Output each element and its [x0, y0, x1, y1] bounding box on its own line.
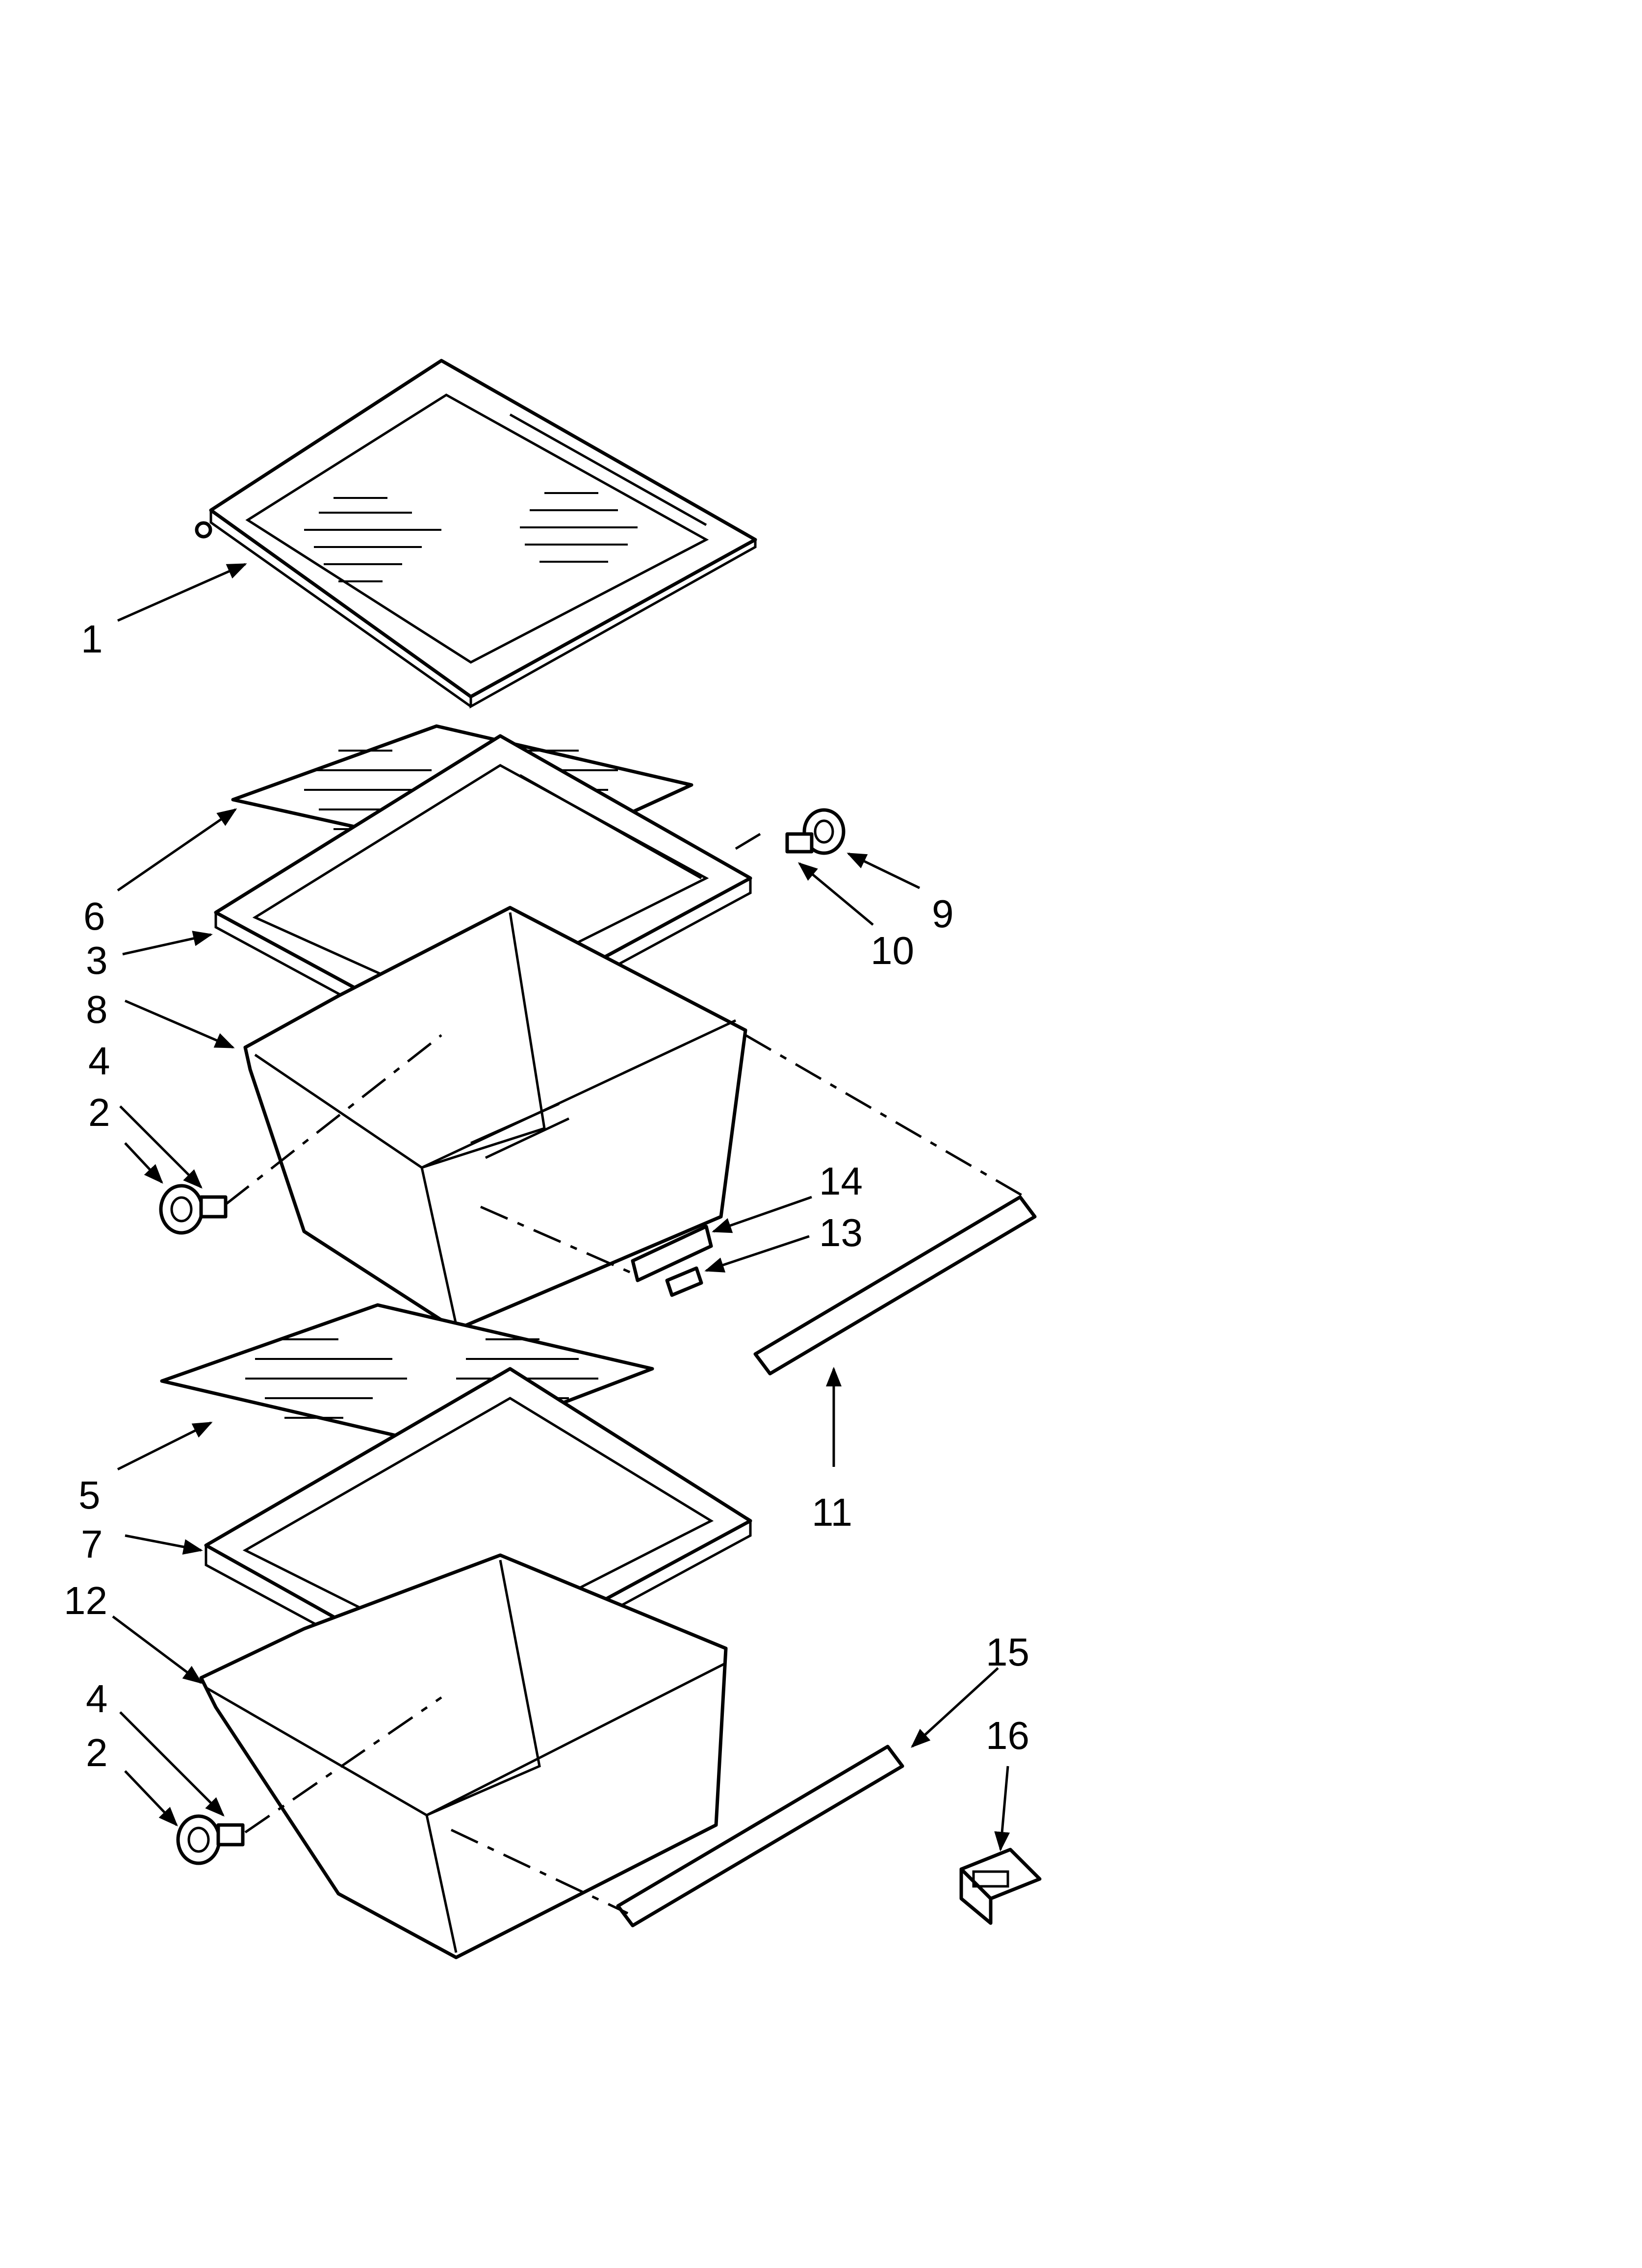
alignment-lines: [225, 833, 1026, 1915]
part-10-screw-right: [785, 832, 814, 854]
callout-14: 14: [819, 1159, 863, 1203]
callout-4-lower: 4: [86, 1677, 108, 1721]
callout-8: 8: [86, 988, 108, 1031]
callout-1: 1: [81, 617, 103, 661]
part-8-upper-crisper-drawer: [243, 906, 747, 1331]
leader-arrows: [112, 563, 1010, 1851]
callout-12: 12: [64, 1579, 107, 1622]
part-1-shelf-frame: [195, 359, 757, 709]
callout-10: 10: [871, 929, 914, 972]
part-15-trim-rail-lower: [616, 1745, 904, 1928]
callout-3: 3: [86, 938, 108, 982]
part-16-bracket: [959, 1848, 1042, 1925]
callout-13: 13: [819, 1211, 863, 1254]
part-11-trim-rail: [753, 1195, 1037, 1376]
part-4-screw-upper: [199, 1195, 228, 1219]
part-9-roller-right: [802, 808, 846, 855]
part-14-clip: [631, 1225, 713, 1282]
callout-15: 15: [986, 1630, 1029, 1674]
callout-16: 16: [986, 1714, 1029, 1757]
callout-7: 7: [81, 1522, 103, 1566]
callout-labels: 1 6 3 8 4 2 9 10 14 13 11 5 7 12 4 2 15 …: [64, 617, 1029, 1774]
part-4-screw-lower: [216, 1823, 245, 1847]
callout-2-upper: 2: [88, 1091, 110, 1134]
part-2-roller-lower: [176, 1814, 221, 1865]
callout-4-upper: 4: [88, 1039, 110, 1083]
callout-2-lower: 2: [86, 1731, 108, 1774]
callout-5: 5: [78, 1473, 101, 1517]
callout-9: 9: [932, 892, 954, 936]
callout-6: 6: [83, 894, 105, 938]
part-13-tab: [665, 1266, 703, 1297]
part-2-roller-upper: [159, 1184, 204, 1235]
callout-11: 11: [812, 1490, 852, 1534]
part-12-lower-crisper-drawer: [199, 1553, 728, 1959]
